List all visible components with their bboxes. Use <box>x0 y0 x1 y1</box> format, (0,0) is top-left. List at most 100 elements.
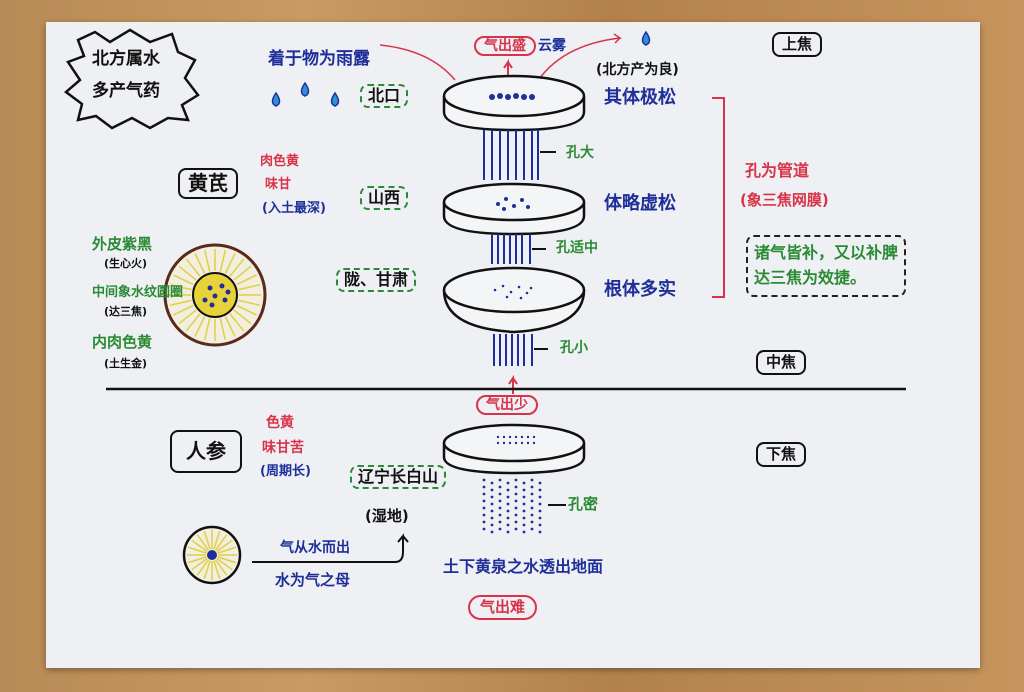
effect-note-1: 诸气皆补，又以补脾 <box>754 243 899 262</box>
huangqi-trait-2: 味甘 <box>265 177 292 192</box>
pore-dot <box>522 530 526 534</box>
ray-line <box>191 557 208 571</box>
ray-line <box>196 559 210 576</box>
pore-dot <box>508 441 512 445</box>
ray-line <box>173 274 194 286</box>
ray-line <box>216 557 233 571</box>
pore-dot <box>514 499 518 503</box>
ray-line <box>178 265 197 281</box>
pore-dot <box>530 492 534 496</box>
ray-line <box>194 316 206 337</box>
ray-line <box>204 249 211 272</box>
pore-dot <box>498 527 502 531</box>
pore-dot <box>538 509 542 513</box>
ray-line <box>219 249 226 272</box>
title-badge-line2: 多产气药 <box>92 81 160 101</box>
ray-line <box>224 253 236 274</box>
pore-dot <box>490 530 494 534</box>
pore-dot <box>482 492 486 496</box>
ray-line <box>191 539 208 553</box>
ray-line <box>233 265 252 281</box>
ray-line <box>229 313 245 332</box>
pore-dot <box>514 485 518 489</box>
pores-small-label: 孔小 <box>560 340 588 356</box>
ray-line <box>185 313 201 332</box>
arrow-up-top <box>503 58 513 80</box>
pore-dot <box>520 435 524 439</box>
pore-dot <box>482 499 486 503</box>
region-gansu: 陇、甘肃 <box>336 268 417 293</box>
bracket <box>712 97 725 298</box>
raindrop-icons <box>271 30 651 107</box>
pore-dot <box>506 481 510 485</box>
pore-dot <box>506 516 510 520</box>
pore-dot <box>530 485 534 489</box>
layer1-label: 其体极松 <box>604 87 676 108</box>
pore-dot <box>514 527 518 531</box>
underground-water: 土下黄泉之水透出地面 <box>443 557 604 576</box>
pore-dot <box>482 485 486 489</box>
upper-jiao-label: 上焦 <box>772 32 823 58</box>
pore-dot <box>538 495 542 499</box>
north-best-note: (北方产为良) <box>596 62 679 78</box>
pores-dense-label: 孔密 <box>568 495 599 513</box>
pore-dot <box>498 492 502 496</box>
pore-dot <box>482 506 486 510</box>
huangqi-name: 黄芪 <box>178 168 238 199</box>
ray-line <box>169 299 192 306</box>
pores-large <box>483 130 539 180</box>
ray-line <box>229 258 245 277</box>
ray-line <box>233 309 252 325</box>
pore-dot <box>514 441 518 445</box>
cloud-label: 云雾 <box>538 38 566 54</box>
pore-dot <box>530 499 534 503</box>
ray-line <box>196 534 210 551</box>
middle-jiao-label: 中焦 <box>756 350 807 376</box>
pore-dot <box>506 523 510 527</box>
disc-top <box>442 74 586 132</box>
ray-line <box>204 318 211 341</box>
qi-strong-label: 气出盛 <box>474 36 536 57</box>
ray-line <box>214 534 228 551</box>
pore-dot <box>502 435 506 439</box>
arrow-to-dew <box>379 44 456 81</box>
pore-dot <box>532 435 536 439</box>
qi-hard-label: 气出难 <box>468 595 538 621</box>
pore-dot <box>508 435 512 439</box>
title-badge-line1: 北方属水 <box>92 49 160 69</box>
ray-line <box>217 556 237 564</box>
disc-middle <box>442 182 586 236</box>
pore-dot <box>506 495 510 499</box>
pore-dot <box>514 513 518 517</box>
pore-dot <box>530 506 534 510</box>
pore-dot <box>522 516 526 520</box>
pore-dot <box>526 441 530 445</box>
pore-dot <box>530 527 534 531</box>
pore-dot <box>482 513 486 517</box>
ray-line <box>238 299 261 306</box>
cross-note-1: (生心火) <box>104 257 148 270</box>
ray-line <box>213 560 221 580</box>
pore-dot <box>514 478 518 482</box>
pore-dot <box>514 520 518 524</box>
pores-medium-label: 孔适中 <box>556 240 598 256</box>
pore-dot <box>482 520 486 524</box>
pore-dot <box>520 441 524 445</box>
pore-dot <box>538 516 542 520</box>
pore-dot <box>522 502 526 506</box>
pore-dot <box>498 499 502 503</box>
region-north: 北口 <box>360 84 409 109</box>
ray-line <box>219 318 226 341</box>
ray-line <box>216 539 233 553</box>
effect-note: 诸气皆补，又以补脾 达三焦为效捷。 <box>746 235 907 297</box>
ray-line <box>169 284 192 291</box>
pore-dot <box>496 441 500 445</box>
pore-dot <box>530 520 534 524</box>
ray-line <box>214 559 228 576</box>
ray-line <box>187 546 207 554</box>
arrow-up-middle <box>508 374 518 394</box>
pore-dot <box>506 509 510 513</box>
pores-dense <box>482 435 542 534</box>
pore-dot <box>522 495 526 499</box>
